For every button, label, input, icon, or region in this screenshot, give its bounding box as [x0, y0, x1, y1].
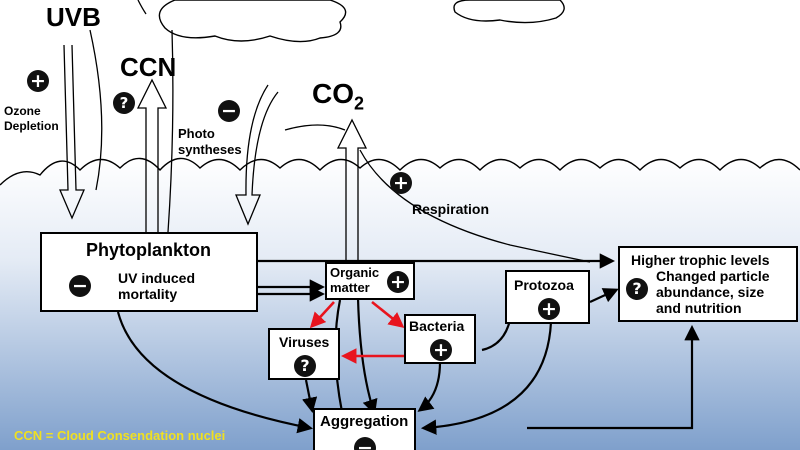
sea: [0, 158, 800, 450]
aggregation-title: Aggregation: [320, 413, 409, 430]
viruses-box: Viruses ?: [268, 328, 340, 380]
higher-question-icon: ?: [626, 278, 648, 300]
organic-line2: matter: [330, 280, 370, 295]
black-arrows: [116, 253, 700, 435]
footnote: CCN = Cloud Consendation nuclei: [14, 428, 226, 443]
ccn-label: CCN: [120, 52, 177, 82]
ozone-line2: Depletion: [4, 119, 59, 133]
co2-label-main: CO: [312, 78, 354, 109]
co2-label-subscript: 2: [354, 93, 365, 114]
uvb-label: UVB: [46, 2, 101, 32]
aggregation-box: Aggregation −: [313, 408, 416, 450]
photo-minus-icon: −: [218, 100, 240, 122]
protozoa-title: Protozoa: [514, 277, 574, 293]
phyto-minus-icon: −: [69, 275, 91, 297]
red-arrows: [309, 300, 405, 364]
ccn-arrow: [136, 29, 174, 233]
bacteria-title: Bacteria: [409, 318, 465, 334]
higher-line3: abundance, size: [656, 284, 765, 300]
photo-line2: syntheses: [178, 142, 242, 157]
phyto-line2: mortality: [118, 286, 178, 302]
cloud-small: [453, 0, 565, 24]
bacteria-box: Bacteria +: [404, 314, 476, 364]
viruses-title: Viruses: [279, 334, 330, 350]
aggregation-minus-icon: −: [354, 437, 376, 450]
respiration-plus-icon: +: [390, 172, 412, 194]
bacteria-plus-icon: +: [430, 339, 452, 361]
respiration-label: Respiration: [412, 201, 490, 217]
co2-label: CO2: [312, 78, 364, 115]
sea-surface-line: [0, 157, 800, 186]
co2-arrow: [284, 118, 591, 263]
phyto-line1: UV induced: [118, 270, 196, 286]
protozoa-plus-icon: +: [538, 298, 560, 320]
ozone-line1: Ozone: [4, 104, 41, 118]
photosynthesis-arrow: [235, 84, 279, 226]
sky-stroke: [137, 0, 147, 15]
viruses-question-icon: ?: [294, 355, 316, 377]
ccn-question-icon: ?: [113, 92, 135, 114]
higher-line4: and nutrition: [656, 300, 742, 316]
uvb-arrow: [59, 29, 103, 220]
protozoa-box: Protozoa +: [505, 270, 590, 324]
organic-line1: Organic: [330, 265, 380, 280]
cloud: [158, 0, 347, 43]
organic-plus-icon: +: [387, 271, 409, 293]
higher-title: Higher trophic levels: [631, 252, 770, 268]
photo-line1: Photo: [178, 126, 215, 141]
phytoplankton-title: Phytoplankton: [86, 240, 211, 260]
higher-trophic-box: Higher trophic levels ? Changed particle…: [618, 246, 798, 322]
ozone-plus-icon: +: [27, 70, 49, 92]
higher-line2: Changed particle: [656, 268, 770, 284]
